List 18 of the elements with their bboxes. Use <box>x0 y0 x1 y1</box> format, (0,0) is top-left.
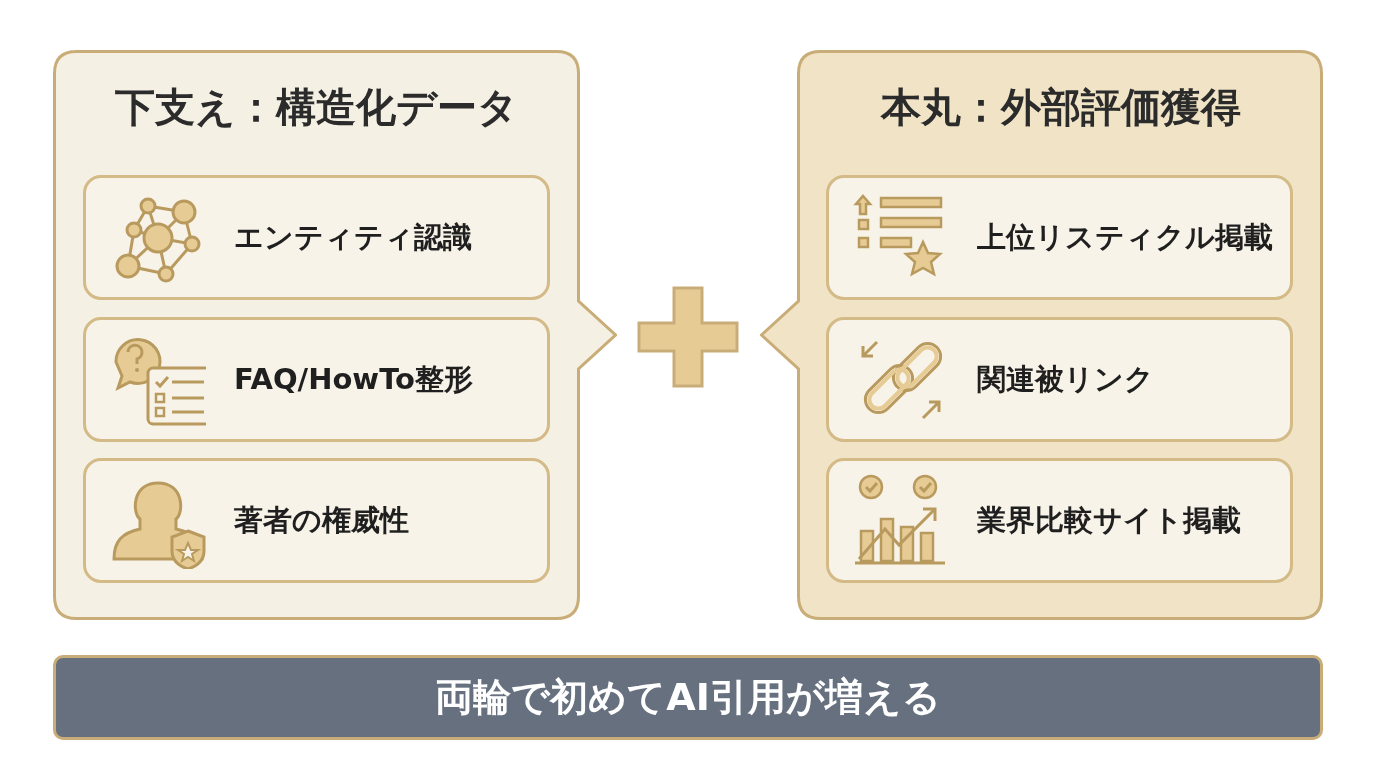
item-label: FAQ/HowTo整形 <box>234 360 473 398</box>
panel-heading: 本丸：外部評価獲得 <box>879 83 1242 132</box>
item-card <box>83 458 550 583</box>
item-label: 上位リスティクル掲載 <box>977 218 1273 256</box>
item-label: 著者の権威性 <box>234 501 409 539</box>
summary-banner <box>53 655 1323 740</box>
banner-text: 両輪で初めてAI引用が増える <box>434 674 942 721</box>
callout-panel <box>760 50 1323 620</box>
item-label: 業界比較サイト掲載 <box>977 501 1241 539</box>
item-card <box>83 317 550 442</box>
item-card <box>826 458 1293 583</box>
item-label: 関連被リンク <box>977 360 1154 398</box>
item-card <box>83 175 550 300</box>
item-label: エンティティ認識 <box>234 218 472 256</box>
callout-panel <box>53 50 617 620</box>
item-card <box>826 317 1293 442</box>
item-card <box>826 175 1293 300</box>
panel-heading: 下支え：構造化データ <box>114 83 519 132</box>
